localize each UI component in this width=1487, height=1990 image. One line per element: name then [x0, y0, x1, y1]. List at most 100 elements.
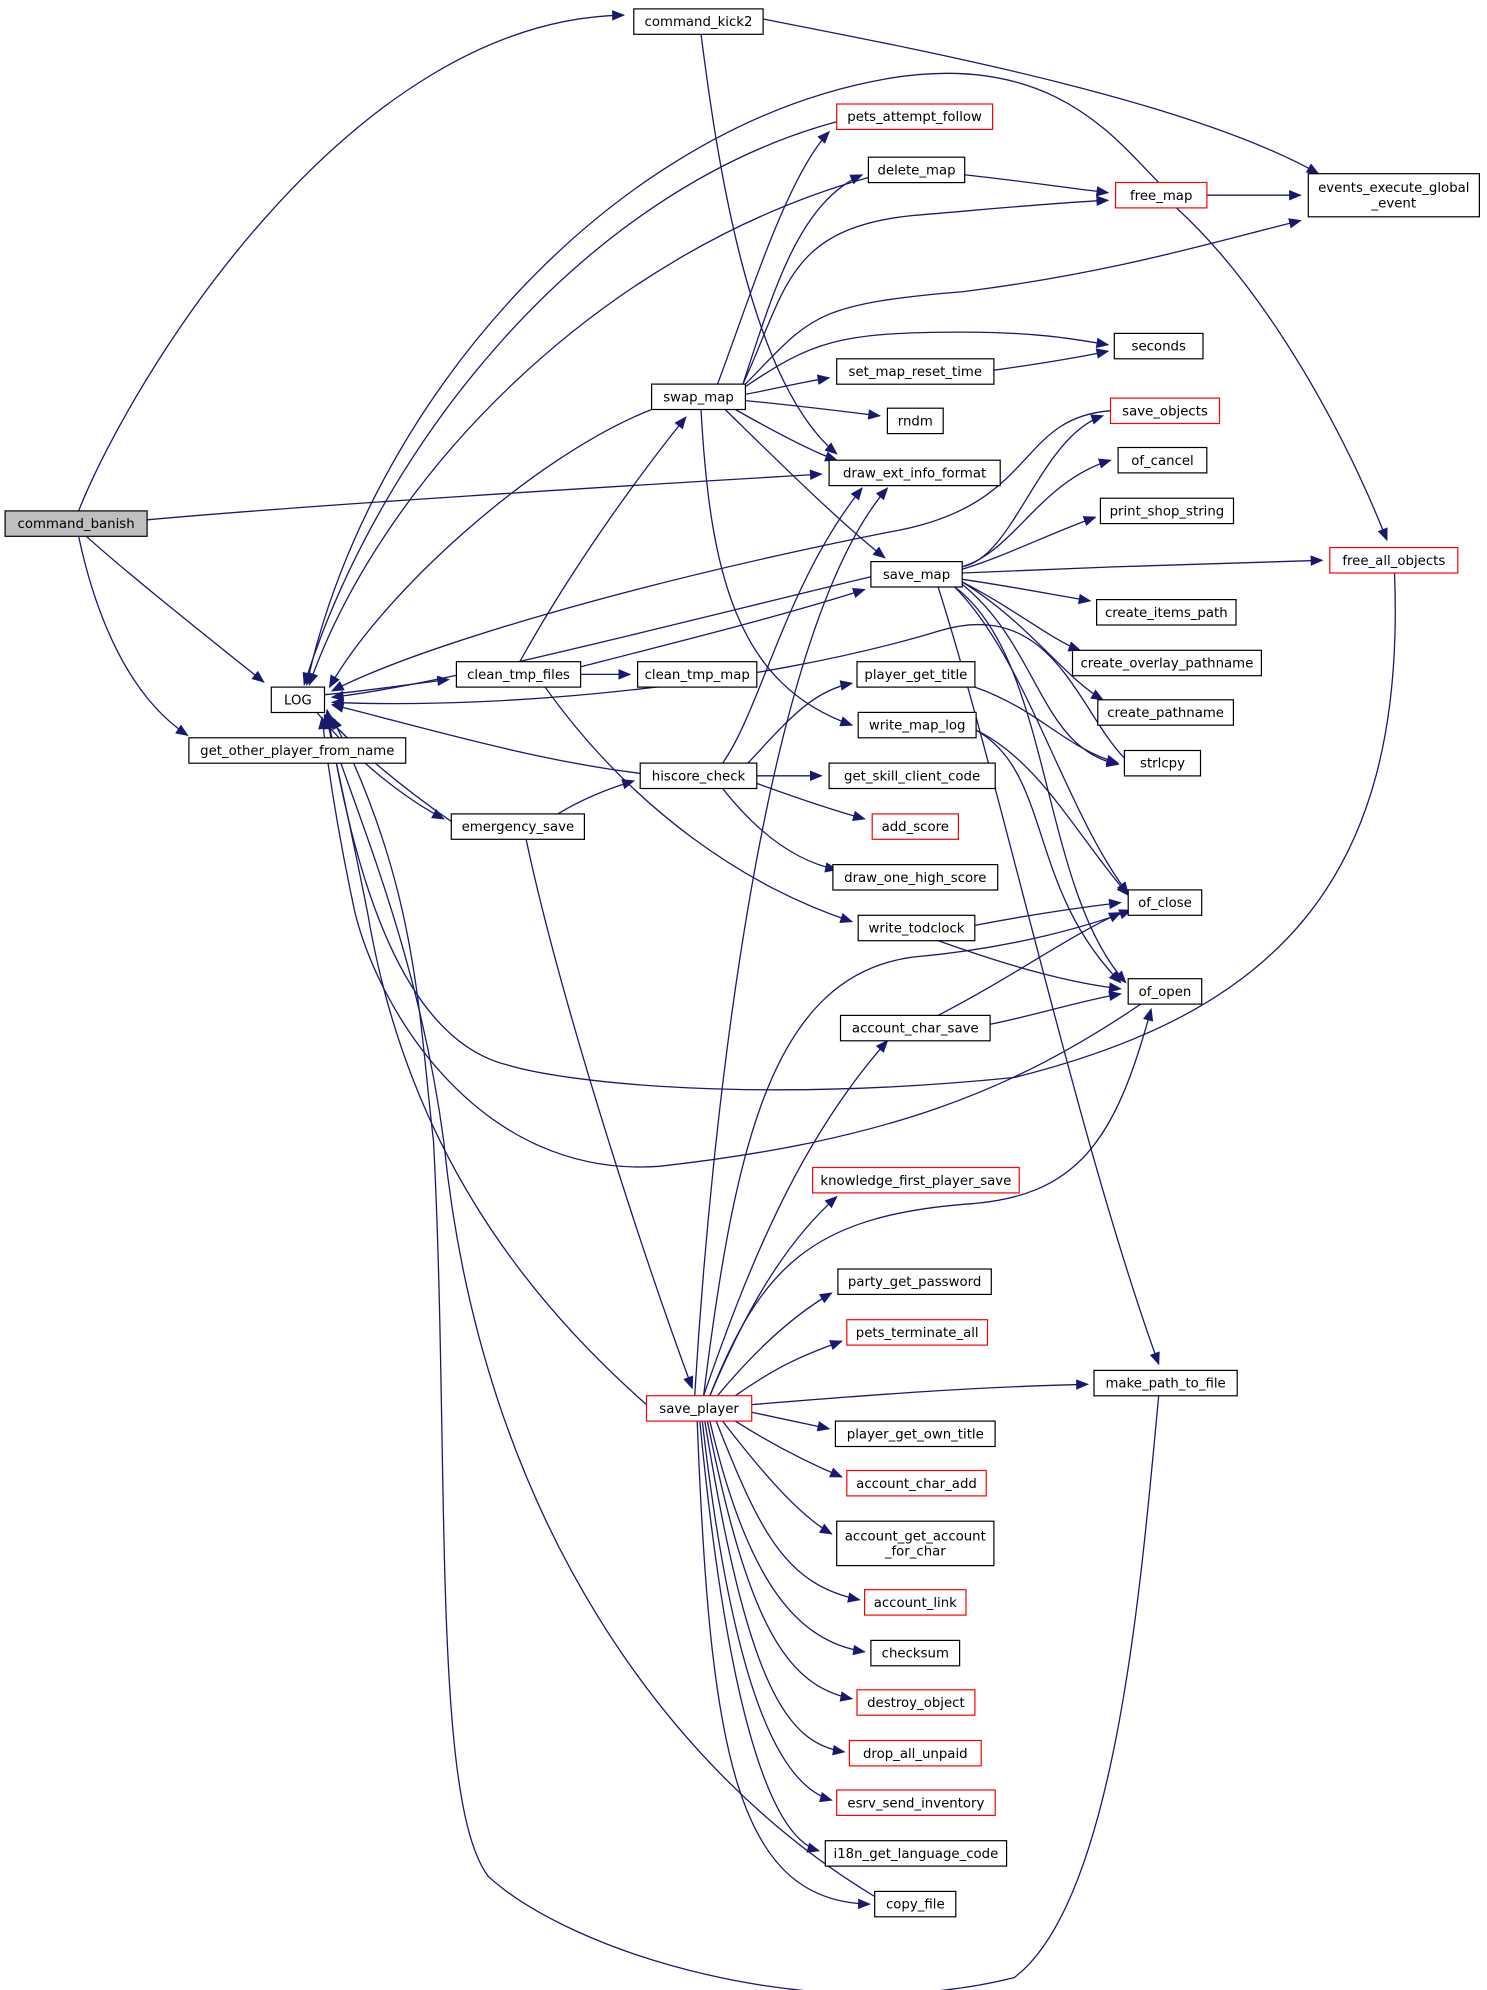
- node-destroy_object[interactable]: destroy_object: [856, 1689, 976, 1716]
- node-copy_file[interactable]: copy_file: [874, 1890, 957, 1918]
- node-make_path_to_file[interactable]: make_path_to_file: [1093, 1369, 1238, 1397]
- node-pets_attempt_follow[interactable]: pets_attempt_follow: [836, 103, 994, 130]
- node-create_pathname[interactable]: create_pathname: [1097, 699, 1235, 726]
- node-box: [874, 1890, 957, 1918]
- edge-account_char_save-to-of_open: [989, 990, 1122, 1025]
- edge-save_player-to-of_open: [709, 1007, 1154, 1396]
- edge-line: [745, 377, 830, 395]
- node-label: get_other_player_from_name: [200, 744, 394, 759]
- node-write_map_log[interactable]: write_map_log: [857, 711, 977, 739]
- node-get_skill_client_code[interactable]: get_skill_client_code: [828, 762, 996, 790]
- edge-line: [961, 583, 1119, 766]
- node-strlcpy[interactable]: strlcpy: [1123, 749, 1202, 777]
- node-rndm[interactable]: rndm: [886, 407, 944, 435]
- arrowhead: [304, 672, 315, 686]
- node-add_score[interactable]: add_score: [871, 813, 960, 840]
- arrowhead: [849, 174, 864, 185]
- node-account_char_save[interactable]: account_char_save: [839, 1014, 991, 1042]
- node-label: pets_terminate_all: [856, 1326, 979, 1341]
- edge-LOG-to-clean_tmp_files: [324, 675, 451, 696]
- node-write_todclock[interactable]: write_todclock: [857, 914, 976, 942]
- arrowhead: [1108, 970, 1122, 984]
- node-account_char_add[interactable]: account_char_add: [846, 1469, 987, 1497]
- node-box: [836, 1789, 996, 1816]
- node-free_all_objects[interactable]: free_all_objects: [1329, 546, 1459, 574]
- node-box: [1093, 1369, 1238, 1397]
- arrowhead: [1095, 337, 1110, 349]
- node-of_close[interactable]: of_close: [1127, 889, 1203, 916]
- arrowhead: [1095, 186, 1110, 197]
- edge-line: [709, 1420, 865, 1653]
- node-box: [871, 813, 960, 840]
- node-clean_tmp_map[interactable]: clean_tmp_map: [636, 661, 758, 688]
- node-save_map[interactable]: save_map: [870, 560, 963, 588]
- node-command_banish[interactable]: command_banish: [4, 510, 148, 537]
- node-box: [828, 459, 1001, 487]
- node-account_get_account_for_char[interactable]: account_get_account_for_char: [836, 1520, 995, 1567]
- node-LOG[interactable]: LOG: [270, 686, 326, 714]
- node-of_open[interactable]: of_open: [1127, 978, 1203, 1005]
- edge-save_map-to-of_cancel: [962, 458, 1112, 568]
- edge-line: [962, 459, 1111, 568]
- edge-line: [77, 14, 624, 512]
- node-box: [270, 686, 326, 714]
- node-box: [857, 914, 976, 942]
- arrowhead: [331, 716, 342, 731]
- node-create_overlay_pathname[interactable]: create_overlay_pathname: [1071, 649, 1262, 677]
- node-command_kick2[interactable]: command_kick2: [633, 8, 764, 35]
- node-set_map_reset_time[interactable]: set_map_reset_time: [836, 358, 995, 385]
- node-label: hiscore_check: [652, 769, 746, 784]
- edge-line: [734, 1340, 842, 1397]
- arrowhead: [1289, 189, 1302, 201]
- node-events_execute_global_event[interactable]: events_execute_global_event: [1307, 173, 1481, 218]
- node-player_get_title[interactable]: player_get_title: [856, 661, 976, 688]
- edge-clean_tmp_files-to-save_map: [580, 588, 866, 668]
- arrowhead: [1116, 882, 1130, 896]
- node-save_player[interactable]: save_player: [645, 1395, 753, 1422]
- node-box: [1071, 649, 1262, 677]
- node-account_link[interactable]: account_link: [863, 1589, 967, 1616]
- node-save_objects[interactable]: save_objects: [1109, 397, 1221, 425]
- edge-hiscore_check-to-draw_ext_info_format: [722, 487, 863, 764]
- edge-write_todclock-to-of_open: [937, 939, 1122, 993]
- node-delete_map[interactable]: delete_map: [867, 156, 966, 184]
- node-hiscore_check[interactable]: hiscore_check: [639, 762, 758, 790]
- node-draw_ext_info_format[interactable]: draw_ext_info_format: [828, 459, 1001, 487]
- node-emergency_save[interactable]: emergency_save: [450, 813, 585, 840]
- node-party_get_password[interactable]: party_get_password: [837, 1268, 992, 1295]
- edge-line: [331, 410, 1111, 692]
- node-drop_all_unpaid[interactable]: drop_all_unpaid: [848, 1739, 982, 1767]
- node-label: save_objects: [1122, 404, 1208, 419]
- edge-line: [937, 912, 1121, 1016]
- arrowhead: [867, 409, 882, 420]
- node-clean_tmp_files[interactable]: clean_tmp_files: [455, 661, 582, 688]
- node-box: [839, 1014, 991, 1042]
- node-label: create_pathname: [1107, 706, 1224, 721]
- node-box: [1117, 446, 1208, 474]
- node-i18n_get_language_code[interactable]: i18n_get_language_code: [824, 1840, 1008, 1867]
- arrowhead: [1090, 414, 1105, 425]
- arrowhead: [852, 1644, 866, 1656]
- node-print_shop_string[interactable]: print_shop_string: [1099, 497, 1235, 525]
- node-knowledge_first_player_save[interactable]: knowledge_first_player_save: [811, 1166, 1020, 1194]
- edge-clean_tmp_files-to-write_todclock: [544, 686, 854, 923]
- node-player_get_own_title[interactable]: player_get_own_title: [834, 1420, 996, 1448]
- node-of_cancel[interactable]: of_cancel: [1117, 446, 1208, 474]
- node-checksum[interactable]: checksum: [870, 1639, 961, 1667]
- node-box: [832, 863, 999, 891]
- arrowhead: [1108, 982, 1122, 993]
- node-draw_one_high_score[interactable]: draw_one_high_score: [832, 863, 999, 891]
- node-free_map[interactable]: free_map: [1114, 181, 1208, 209]
- node-box: [1127, 889, 1203, 916]
- arrowhead: [839, 716, 854, 727]
- node-label: strlcpy: [1140, 757, 1185, 772]
- node-swap_map[interactable]: swap_map: [650, 383, 746, 411]
- node-get_other_player_from_name[interactable]: get_other_player_from_name: [188, 737, 407, 764]
- node-seconds[interactable]: seconds: [1113, 332, 1204, 360]
- node-esrv_send_inventory[interactable]: esrv_send_inventory: [836, 1789, 996, 1816]
- node-pets_terminate_all[interactable]: pets_terminate_all: [846, 1319, 989, 1346]
- arrowhead: [817, 130, 831, 144]
- node-create_items_path[interactable]: create_items_path: [1095, 598, 1237, 626]
- arrowhead: [816, 1421, 831, 1432]
- edge-line: [329, 408, 652, 688]
